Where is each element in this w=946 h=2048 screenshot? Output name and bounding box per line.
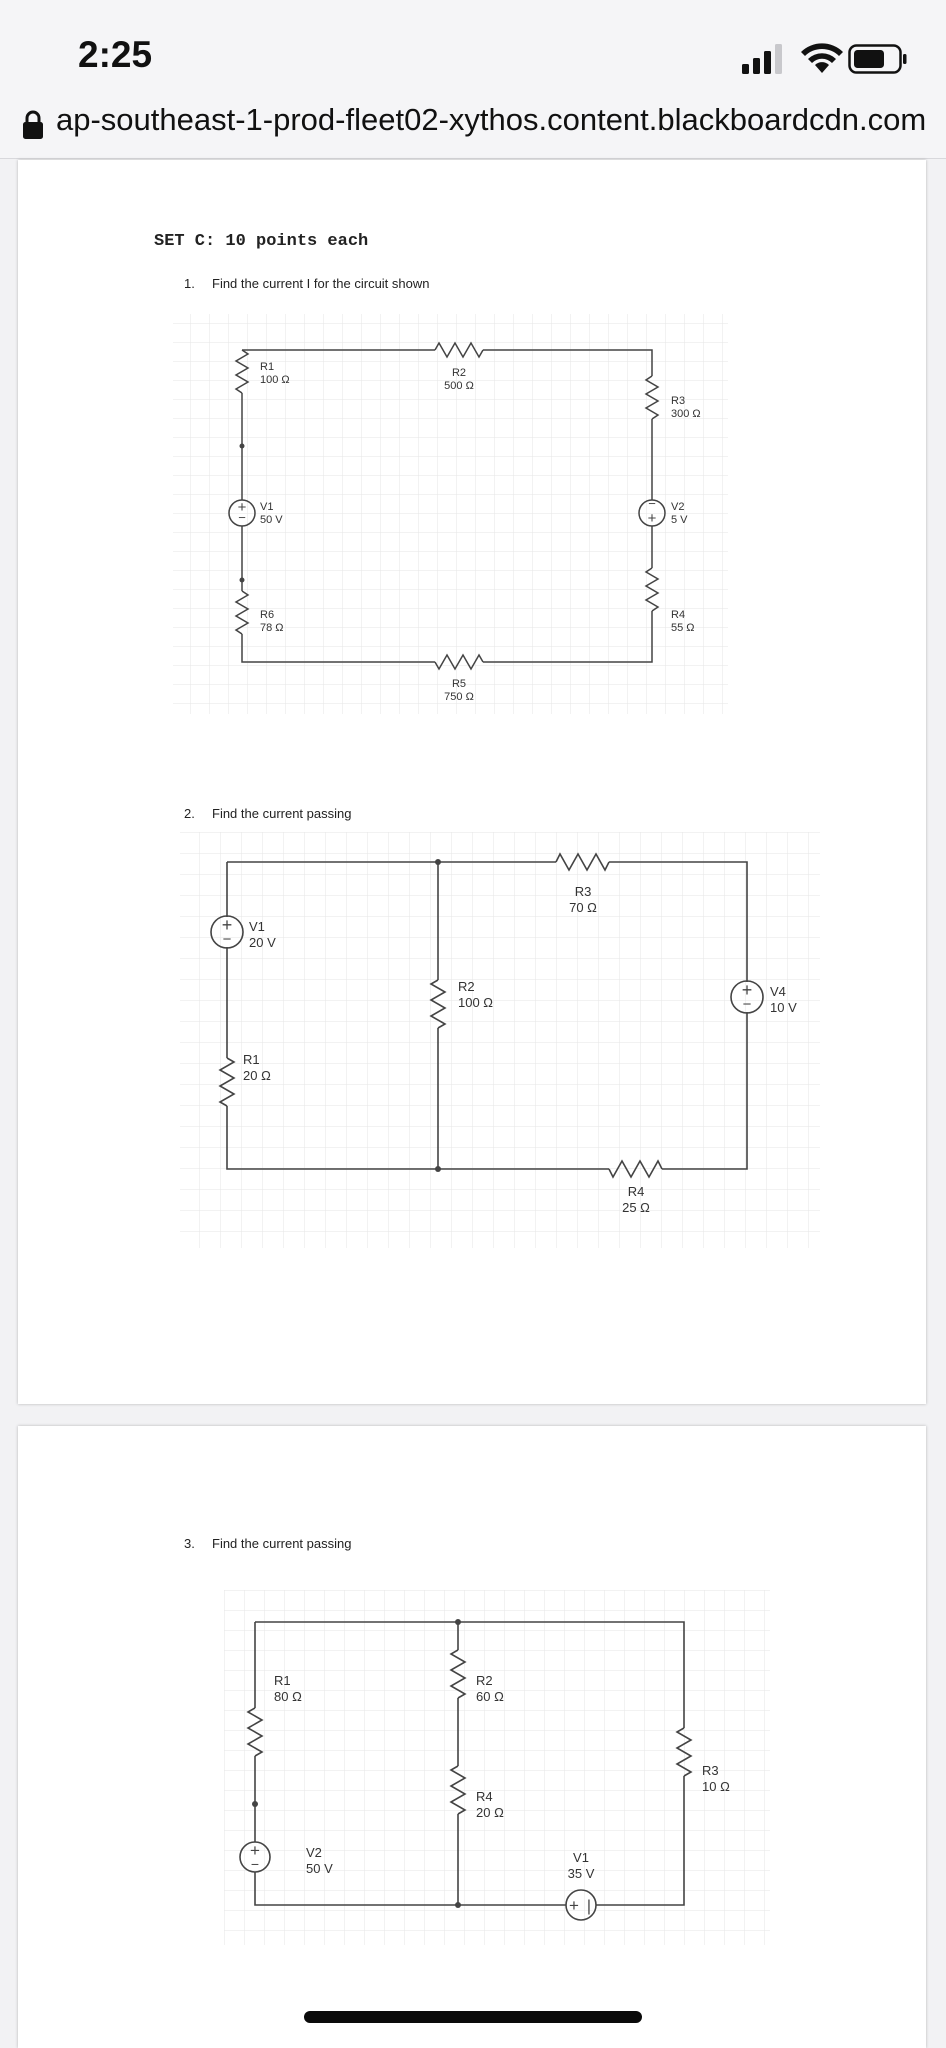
v1-value: 20 V — [249, 935, 276, 950]
v1-value: 35 V — [568, 1866, 595, 1881]
battery-icon — [848, 44, 907, 74]
resistor-r4 — [449, 1765, 467, 1815]
question-3: 3. Find the current passing — [184, 1536, 351, 1551]
v1-label: V1 — [260, 501, 273, 513]
source-v1 — [228, 499, 256, 527]
resistor-r6 — [234, 590, 250, 635]
question-text: Find the current passing — [212, 1536, 352, 1551]
svg-text:+: + — [569, 1896, 579, 1915]
r3-label: R3 — [671, 395, 685, 407]
svg-text:−: − — [238, 510, 246, 525]
home-indicator[interactable] — [304, 2011, 642, 2023]
resistor-r4 — [608, 1159, 663, 1179]
resistor-r4 — [644, 567, 660, 612]
svg-text:+: + — [742, 980, 753, 1000]
resistor-r3 — [675, 1727, 693, 1777]
source-v1 — [565, 1889, 597, 1921]
r2-label: R2 — [452, 367, 466, 379]
document-page-1: SET C: 10 points each 1. Find the current… — [18, 160, 926, 1404]
r1-label: R1 — [260, 361, 274, 373]
r2-value: 100 Ω — [458, 995, 493, 1010]
v1-label: V1 — [573, 1850, 589, 1865]
r1-value: 100 Ω — [260, 374, 290, 386]
v4-label: V4 — [770, 984, 786, 999]
r5-label: R5 — [452, 678, 466, 690]
r3-value: 70 Ω — [569, 900, 597, 915]
r5-value: 750 Ω — [444, 691, 474, 703]
source-v2 — [239, 1841, 271, 1873]
r6-value: 78 Ω — [260, 622, 284, 634]
r1-label: R1 — [243, 1052, 260, 1067]
question-number: 1. — [184, 276, 195, 291]
r4-value: 25 Ω — [622, 1200, 650, 1215]
svg-text:−: − — [648, 496, 656, 511]
url-text[interactable]: ap-southeast-1-prod-fleet02-xythos.conte… — [56, 102, 927, 137]
svg-text:+: + — [222, 915, 233, 935]
v4-value: 10 V — [770, 1000, 797, 1015]
source-v2 — [638, 499, 666, 527]
resistor-r5 — [434, 653, 484, 671]
resistor-r3 — [644, 375, 660, 420]
r4-value: 55 Ω — [671, 622, 695, 634]
r3-label: R3 — [575, 884, 592, 899]
r4-label: R4 — [671, 609, 685, 621]
resistor-r2 — [429, 979, 447, 1029]
r4-label: R4 — [628, 1184, 645, 1199]
resistor-r2 — [434, 341, 484, 359]
r3-value: 10 Ω — [702, 1779, 730, 1794]
resistor-r1 — [218, 1057, 236, 1107]
resistor-r3 — [555, 852, 610, 872]
set-heading: SET C: 10 points each — [154, 232, 369, 251]
v2-value: 5 V — [671, 514, 688, 526]
question-2: 2. Find the current passing — [184, 806, 351, 821]
lock-icon — [23, 110, 43, 139]
svg-text:|: | — [587, 1898, 591, 1915]
r1-value: 80 Ω — [274, 1689, 302, 1704]
v1-value: 50 V — [260, 514, 283, 526]
r1-label: R1 — [274, 1673, 291, 1688]
source-v1 — [210, 915, 244, 949]
question-number: 3. — [184, 1536, 195, 1551]
circuit-2-diagram: + − + − R3 70 Ω V1 20 V R2 100 Ω V4 10 V… — [180, 832, 820, 1248]
question-text: Find the current I for the circuit shown — [212, 276, 430, 291]
status-bar: 2:25 — [0, 0, 946, 100]
document-page-2: 3. Find the current passing — [18, 1426, 926, 2048]
r3-value: 300 Ω — [671, 408, 701, 420]
svg-text:−: − — [251, 1856, 259, 1872]
r6-label: R6 — [260, 609, 274, 621]
circuit-3-diagram: + − + | R1 80 Ω R2 60 Ω R3 10 Ω R4 20 Ω … — [224, 1590, 770, 1945]
circuit-1-diagram: + − − + R1 100 Ω R2 500 Ω R3 300 Ω V1 50… — [173, 314, 728, 714]
resistor-r1 — [246, 1707, 264, 1757]
svg-text:+: + — [250, 1841, 260, 1860]
r2-value: 500 Ω — [444, 380, 474, 392]
v1-label: V1 — [249, 919, 265, 934]
status-time: 2:25 — [78, 34, 153, 75]
r2-value: 60 Ω — [476, 1689, 504, 1704]
wifi-icon — [801, 43, 843, 73]
r2-label: R2 — [476, 1673, 493, 1688]
resistor-r2 — [449, 1649, 467, 1699]
resistor-r1 — [234, 349, 250, 394]
v2-value: 50 V — [306, 1861, 333, 1876]
question-text: Find the current passing — [212, 806, 352, 821]
address-bar[interactable]: ap-southeast-1-prod-fleet02-xythos.conte… — [0, 100, 946, 159]
signal-icon — [742, 44, 782, 74]
v2-label: V2 — [306, 1845, 322, 1860]
svg-text:−: − — [223, 931, 232, 948]
svg-text:+: + — [238, 499, 247, 516]
question-1: 1. Find the current I for the circuit sho… — [184, 276, 429, 291]
r2-label: R2 — [458, 979, 475, 994]
svg-text:+: + — [648, 510, 657, 527]
source-v4 — [730, 980, 764, 1014]
svg-text:−: − — [743, 996, 752, 1013]
r1-value: 20 Ω — [243, 1068, 271, 1083]
r3-label: R3 — [702, 1763, 719, 1778]
r4-label: R4 — [476, 1789, 493, 1804]
r4-value: 20 Ω — [476, 1805, 504, 1820]
question-number: 2. — [184, 806, 195, 821]
v2-label: V2 — [671, 501, 684, 513]
